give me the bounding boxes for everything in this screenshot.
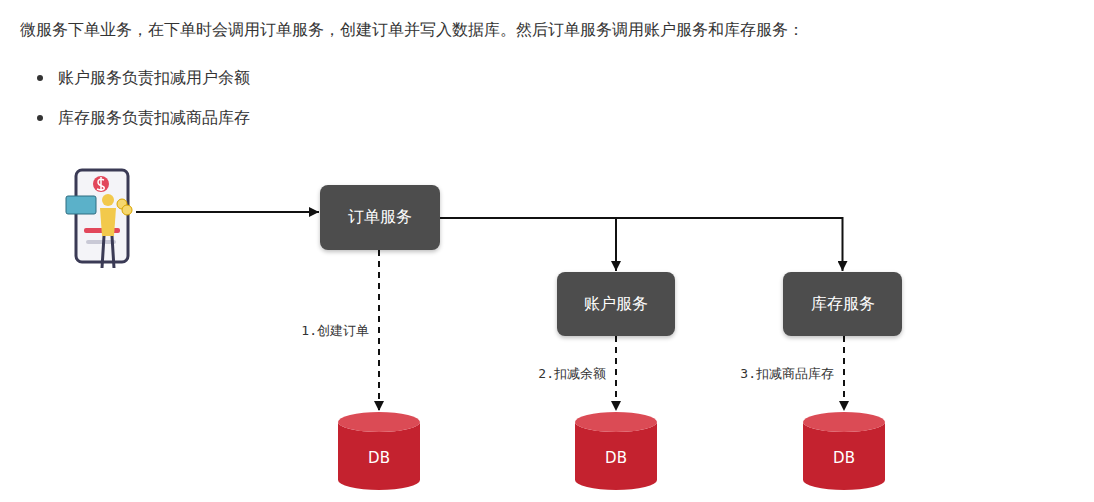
description-text: 微服务下单业务，在下单时会调用订单服务，创建订单并写入数据库。然后订单服务调用账… — [20, 20, 804, 41]
service-box: 账户服务 — [557, 272, 675, 336]
service-box: 库存服务 — [783, 272, 902, 336]
description-text: 库存服务负责扣减商品库存 — [58, 108, 250, 129]
coin-icon — [93, 176, 109, 192]
db-label: DB — [605, 449, 627, 467]
cylinder-top — [338, 412, 420, 432]
step-label: 1.创建订单 — [299, 322, 371, 340]
person-body — [100, 208, 116, 236]
db-label: DB — [368, 449, 390, 467]
bullet-dot — [37, 75, 43, 81]
coin-icon — [122, 205, 132, 215]
request-arrow — [136, 211, 319, 213]
cylinder-body — [338, 422, 420, 490]
database-cylinder: DB — [575, 412, 657, 490]
service-name: 库存服务 — [811, 294, 875, 315]
database-cylinder: DB — [803, 412, 885, 490]
step-label: 3.扣减商品库存 — [738, 365, 836, 383]
db-write-arrow — [615, 336, 617, 411]
cylinder-top — [575, 412, 657, 432]
service-name: 订单服务 — [348, 207, 412, 228]
database-cylinder: DB — [338, 412, 420, 490]
call-arrow — [440, 218, 843, 271]
db-write-arrow — [843, 336, 845, 411]
description-text: 账户服务负责扣减用户余额 — [58, 68, 250, 89]
step-label: 2.扣减余额 — [536, 365, 608, 383]
dollar-symbol — [97, 177, 104, 191]
db-label: DB — [833, 449, 855, 467]
service-name: 账户服务 — [584, 294, 648, 315]
cylinder-top — [803, 412, 885, 432]
cylinder-body — [803, 422, 885, 490]
cylinder-body — [575, 422, 657, 490]
person-legs — [102, 236, 114, 268]
db-write-arrow — [378, 250, 380, 411]
service-box: 订单服务 — [320, 185, 440, 250]
bullet-dot — [37, 115, 43, 121]
person-head — [102, 194, 114, 206]
call-arrow — [440, 218, 616, 271]
card-illustration — [66, 196, 96, 214]
